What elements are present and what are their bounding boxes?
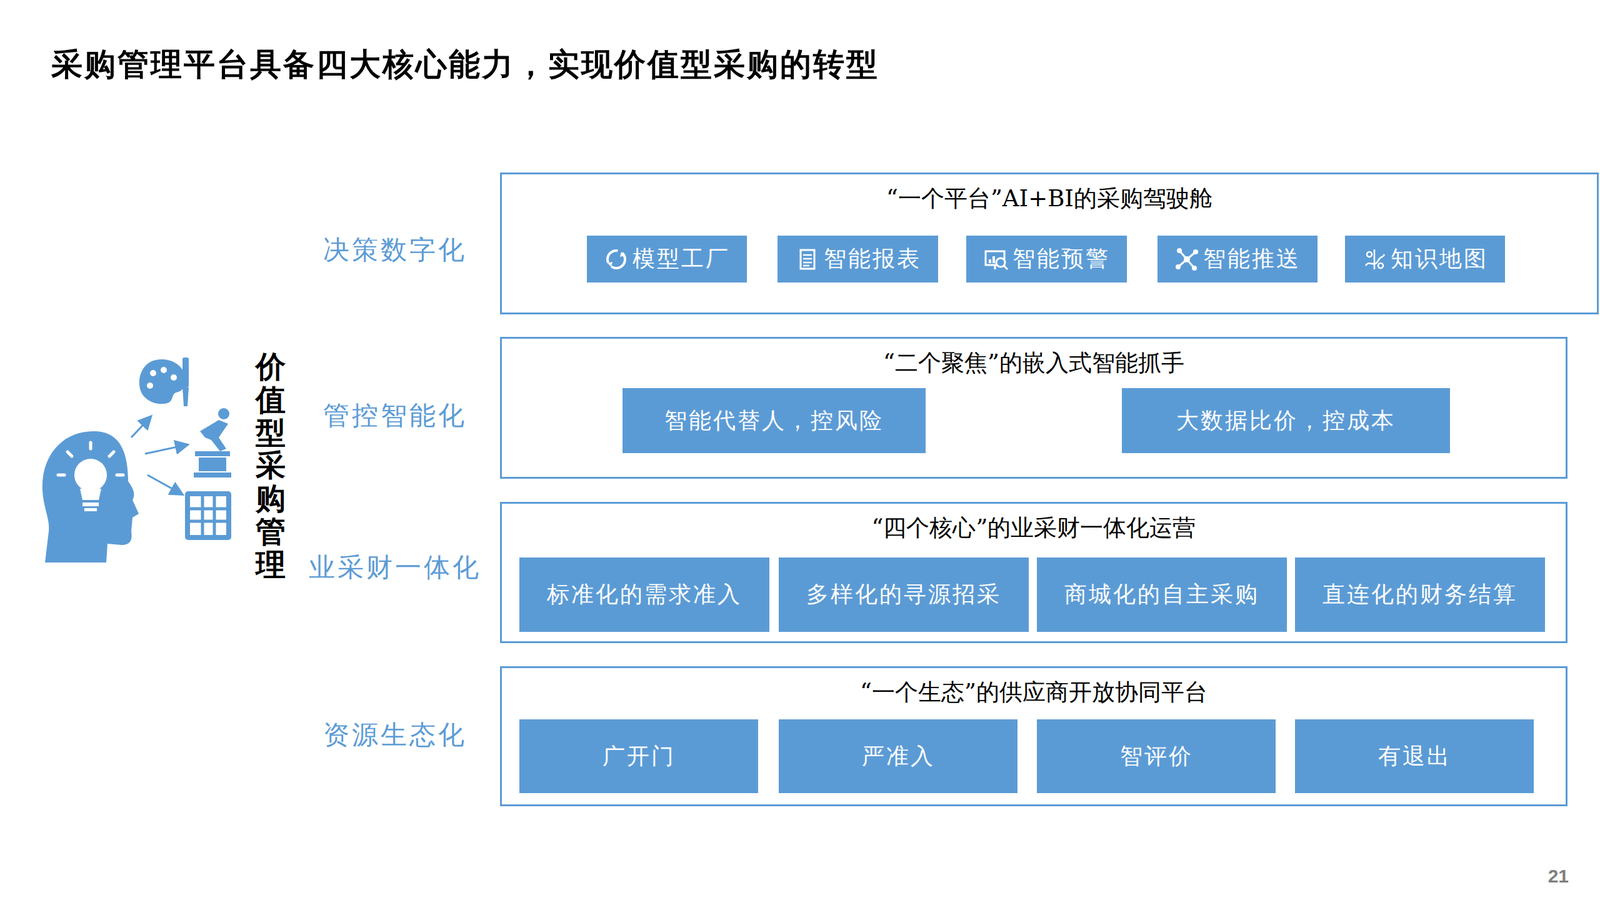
panel-heading: “一个生态”的供应商开放协同平台 [501, 676, 1566, 709]
grid-icon [185, 491, 232, 540]
page-number: 21 [1548, 865, 1569, 887]
capability-box: 模型工厂 [586, 235, 747, 283]
row-label: 业采财一体化 [308, 550, 482, 585]
box-text: 严准入 [861, 741, 935, 772]
capability-box: 严准入 [778, 719, 1018, 794]
idea-arrows [131, 417, 187, 494]
capability-box: 智能预警 [966, 235, 1127, 283]
capability-box: 多样化的寻源招采 [778, 557, 1029, 632]
capability-box: 商城化的自主采购 [1036, 557, 1287, 632]
panel-heading: “四个核心”的业采财一体化运营 [501, 512, 1566, 544]
box-text: 知识地图 [1390, 243, 1489, 275]
panel-heading: “一个平台”AI+BI的采购驾驶舱 [501, 183, 1597, 215]
box-text: 智评价 [1120, 741, 1194, 772]
button-icon [983, 246, 1009, 272]
capability-box: 直连化的财务结算 [1295, 557, 1545, 632]
button-icon [795, 246, 820, 272]
palette-icon [139, 359, 186, 404]
box-text: 智能推送 [1203, 243, 1301, 275]
box-text: 有退出 [1378, 741, 1452, 772]
button-icon [1361, 246, 1387, 272]
capability-box: 标准化的需求准入 [519, 557, 770, 632]
row-label: 决策数字化 [323, 232, 467, 268]
capability-box: 知识地图 [1345, 235, 1505, 283]
box-text: 智能预警 [1012, 243, 1110, 275]
row-label: 管控智能化 [323, 398, 467, 434]
capability-box: 广开门 [519, 719, 759, 794]
layer-panel: “一个平台”AI+BI的采购驾驶舱模型工厂 智能报表 智能预警 智能推送 知识地图 [500, 172, 1599, 315]
capability-box: 智能报表 [777, 235, 939, 283]
box-text: 智能报表 [823, 243, 922, 275]
capability-box: 智能推送 [1157, 235, 1318, 283]
layer-panel: “四个核心”的业采财一体化运营标准化的需求准入 多样化的寻源招采 商城化的自主采购 直… [500, 501, 1568, 644]
box-text: 智能代替人，控风险 [664, 405, 884, 437]
row-label: 资源生态化 [323, 717, 467, 753]
box-text: 多样化的寻源招采 [806, 579, 1002, 610]
vertical-title: 价值型采购管理 [255, 350, 286, 582]
button-icon [603, 246, 629, 272]
box-text: 模型工厂 [632, 243, 730, 275]
capability-box: 智评价 [1036, 719, 1276, 794]
statue-icon [193, 408, 232, 478]
layer-panel: “一个生态”的供应商开放协同平台广开门 严准入 智评价 有退出 [500, 666, 1568, 807]
box-text: 广开门 [602, 741, 676, 772]
box-text: 大数据比价，控成本 [1176, 405, 1396, 437]
button-icon [1174, 246, 1200, 272]
bulb-icon [74, 458, 107, 492]
capability-box: 有退出 [1295, 719, 1534, 794]
head-icon [42, 431, 139, 563]
panel-heading: “二个聚焦”的嵌入式智能抓手 [501, 347, 1566, 379]
capability-box: 大数据比价，控成本 [1121, 388, 1450, 454]
layer-panel: “二个聚焦”的嵌入式智能抓手智能代替人，控风险 大数据比价，控成本 [500, 336, 1568, 479]
box-text: 商城化的自主采购 [1064, 579, 1260, 610]
box-text: 标准化的需求准入 [546, 579, 742, 610]
capability-box: 智能代替人，控风险 [622, 388, 926, 454]
title: 采购管理平台具备四大核心能力，实现价值型采购的转型 [51, 43, 880, 86]
box-text: 直连化的财务结算 [1322, 579, 1518, 610]
